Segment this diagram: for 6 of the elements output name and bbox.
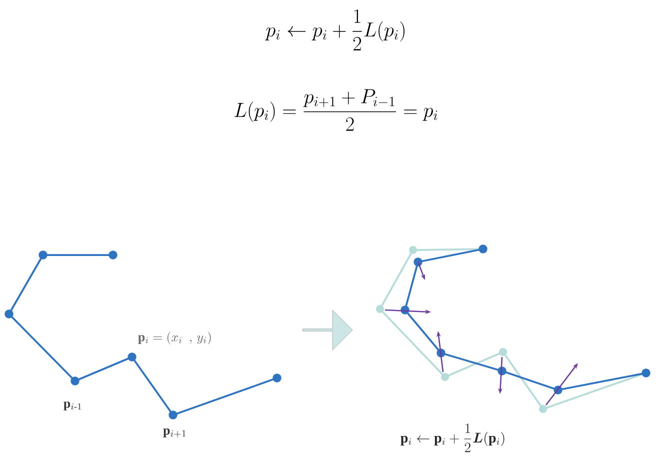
formula: $\mathbf{p}_{i+1}$ (163, 428, 186, 438)
formula: $\mathbf{p}_{i\text{-}1}$ (64, 402, 82, 410)
formula: $\mathbf{p}_i = (x_i\ \ ,\, y_i)$ (138, 332, 211, 344)
formula: $\mathbf{p}_i \leftarrow \mathbf{p}_i + \frac{1}{2}\boldsymbol{L}(\mathbf{p}_i)$ (400, 424, 504, 452)
formula: $p_i \leftarrow p_i + \frac{1}{2}L(p_i)$ (265, 9, 404, 50)
formula: $L(p_i) = \frac{p_{i+1} + P_{i-1}}{2} = p_i$ (234, 89, 438, 131)
